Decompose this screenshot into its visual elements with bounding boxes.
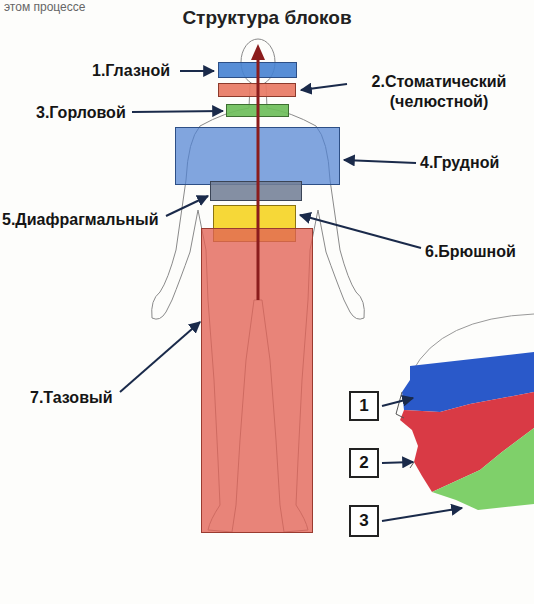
leader-arrow [382, 508, 462, 521]
leader-arrow [344, 160, 416, 163]
energy-arrow [257, 58, 260, 300]
block-label: 4.Грудной [420, 153, 499, 173]
block-label: 7.Тазовый [30, 388, 112, 408]
block-label: 1.Глазной [92, 61, 170, 81]
block-label: 6.Брюшной [425, 242, 516, 262]
callout-number: 1 [351, 393, 377, 419]
body-outline [152, 39, 365, 532]
throat-region [432, 428, 534, 510]
pelvic-block: 7.Тазовый [201, 228, 313, 533]
callout-number: 2 [351, 450, 377, 476]
callout-box: 1 [349, 391, 379, 421]
face-illustration [396, 314, 534, 510]
face-profile [396, 392, 414, 468]
callout-box: 2 [349, 448, 379, 478]
eye-block: 1.Глазной [218, 62, 297, 78]
block-label: 2.Стоматический (челюстной) [350, 72, 528, 112]
block-label: 3.Горловой [36, 103, 126, 123]
throat-block: 3.Горловой [226, 104, 289, 117]
diaphragm-block: 5.Диафрагмальный [210, 181, 302, 201]
leader-arrow [180, 70, 214, 72]
block-label: 5.Диафрагмальный [2, 210, 159, 230]
leader-arrow [166, 196, 208, 216]
jaw-block: 2.Стоматический (челюстной) [218, 83, 296, 97]
body-contour [152, 84, 365, 532]
leader-lines [120, 71, 462, 521]
leader-arrow [132, 111, 223, 112]
note-label: этом процессе [4, 0, 85, 14]
leader-arrow [120, 322, 200, 392]
leader-arrow [382, 462, 413, 463]
leader-arrow [382, 398, 413, 406]
callout-box: 3 [349, 505, 379, 537]
leader-arrow [301, 84, 347, 90]
callout-number: 3 [351, 507, 377, 535]
energy-arrow-head [251, 44, 265, 60]
leader-arrow [300, 215, 421, 248]
chest-block: 4.Грудной [175, 127, 340, 185]
